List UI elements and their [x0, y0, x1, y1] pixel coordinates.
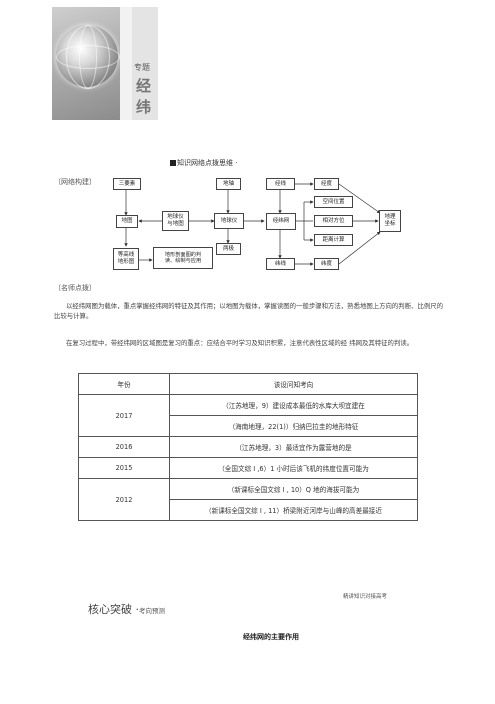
year-cell: 2016: [78, 436, 170, 458]
box-jingweiwang: 经纬网: [266, 213, 296, 230]
box-jingdu: 经度: [314, 178, 339, 190]
box-dili-zuobiao: 地理 坐标: [379, 210, 401, 232]
chapter-banner: 专题 经纬: [52, 7, 158, 120]
box-xiangdui-fangwei: 相对方位: [314, 215, 353, 227]
banner-topic: 专题: [134, 63, 150, 72]
table-row: 2012 （新课标全国文综 I , 10）Q 地的海拔可能为: [78, 478, 418, 521]
box-diqiuyi-yu-ditu: 地球仪 与地图: [162, 211, 189, 231]
box-juli-jisuan: 距离计算: [314, 234, 353, 246]
table-header-row: 年份 该设问知考向: [78, 373, 418, 395]
network-label: 〔网络构建〕: [54, 178, 96, 186]
table-row: （新课标全国文综 I , 11）桥梁附近河岸与山峰的高差最接近: [79, 499, 418, 521]
topic-cell: （江苏地理，9）建设成本最低的水库大坝宜建在: [169, 394, 418, 416]
diagram-connectors: [124, 182, 381, 266]
footer-note: 精讲知识对接高考: [343, 594, 388, 600]
paragraph-2: 在复习过程中，带经纬网的区域图是复习的重点：应结合平时学习及知识积累，注意代表性…: [66, 339, 414, 347]
box-poumian: 地形剖面图的判 读、绘制与应用: [153, 247, 213, 269]
box-diqiuyi: 地球仪: [214, 213, 244, 229]
core-title: 核心突破 ·考向预测: [88, 601, 165, 617]
banner-title: 经纬: [136, 77, 152, 116]
box-weixian: 纬线: [266, 258, 295, 270]
famous-teacher-label: 〔名师点拨〕: [54, 284, 96, 292]
topic-cell: （新课标全国文综 I , 11）桥梁附近河岸与山峰的高差最接近: [169, 499, 418, 521]
square-bullet-icon: [170, 159, 176, 166]
heading-text: 知识网络点拨思维 ·: [177, 159, 238, 167]
arrow-weidu-zuobiao: [338, 231, 381, 265]
table-row: 2016 （江苏地理，3）最适宜作为露营地的是: [78, 436, 418, 458]
exam-table: 年份 该设问知考向 2017 （江苏地理，9）建设成本最低的水库大坝宜建在 （海…: [78, 373, 418, 521]
box-weidu: 纬度: [314, 258, 339, 270]
header-year: 年份: [78, 373, 170, 395]
table-row: 2017 （江苏地理，9）建设成本最低的水库大坝宜建在: [78, 394, 418, 437]
header-topic: 该设问知考向: [169, 373, 418, 395]
year-cell: 2015: [78, 457, 170, 479]
core-title-text: 核心突破 ·: [88, 603, 139, 616]
banner-divider: [120, 7, 132, 120]
topic-cell: （江苏地理，3）最适宜作为露营地的是: [169, 436, 418, 458]
paragraph-1: 以经纬网图为载体，重点掌握经纬网的特征及其作用；以地图为载体，掌握读图的一般步骤…: [54, 302, 444, 320]
section-heading: 知识网络点拨思维 ·: [170, 158, 237, 168]
concept-diagram: 三要素 地图 等高线 地形图 地球仪 与地图 地形剖面图的判 读、绘制与应用 地…: [0, 0, 495, 300]
box-jingxian: 经线: [266, 178, 295, 190]
box-dengaoxian: 等高线 地形图: [113, 248, 139, 270]
box-sanyaosu: 三要素: [113, 178, 141, 190]
globe-parallel: [56, 45, 120, 69]
box-dizhou: 地轴: [216, 178, 241, 190]
globe-image: [52, 7, 120, 120]
section-title: 经纬网的主要作用: [243, 633, 299, 641]
topic-cell: （新课标全国文综 I , 10）Q 地的海拔可能为: [169, 478, 418, 500]
box-liangji: 两极: [216, 243, 241, 255]
table-row: 2015 （全国文综 I ,6）1 小时后该飞机的纬度位置可能为: [78, 457, 418, 479]
arrow-jingdu-zuobiao: [338, 183, 381, 214]
box-ditu: 地图: [116, 215, 138, 228]
box-kongjian-weizhi: 空间位置: [314, 196, 353, 208]
topic-cell: （全国文综 I ,6）1 小时后该飞机的纬度位置可能为: [169, 457, 418, 479]
year-cell: 2012: [78, 478, 170, 521]
topic-cell: （海南地理，22(1)）归纳巴拉圭的地形特征: [169, 415, 418, 437]
year-cell: 2017: [78, 394, 170, 437]
core-subtitle: 考向预测: [139, 607, 165, 615]
